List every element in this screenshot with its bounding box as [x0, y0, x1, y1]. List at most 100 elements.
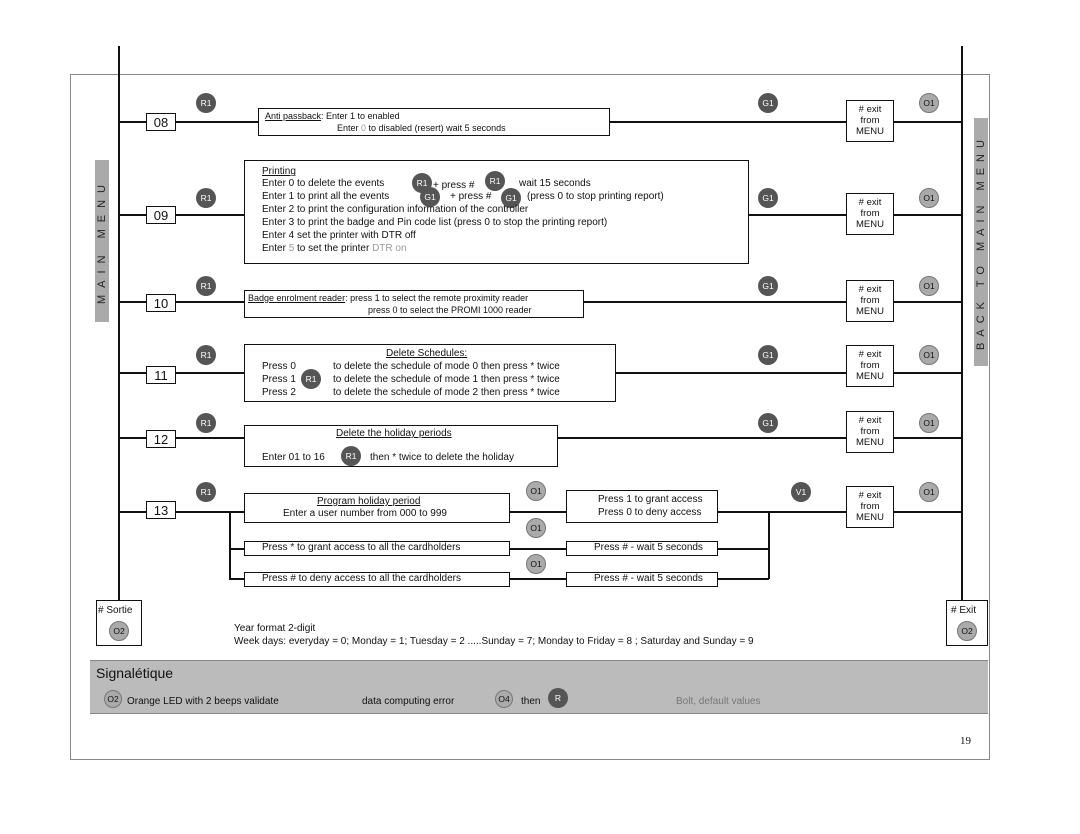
row13-number: 13: [146, 501, 176, 519]
page-number: 19: [960, 735, 971, 747]
row10-box: [244, 290, 584, 318]
row13-wait2-box: [566, 572, 718, 587]
row11-press2: Press 2: [262, 387, 296, 398]
row08-led-r1: R1: [196, 93, 216, 113]
row13-right-branch: [768, 511, 770, 579]
row11-led-o1: O1: [919, 345, 939, 365]
row11-press0: Press 0: [262, 361, 296, 372]
row11-press1: Press 1: [262, 374, 296, 385]
row11-led-r1: R1: [196, 345, 216, 365]
row13-wait1: Press # - wait 5 seconds: [594, 542, 703, 553]
row13-all-deny: Press # to deny access to all the cardho…: [262, 573, 461, 584]
note-year-format: Year format 2-digit: [234, 623, 316, 634]
row09-line4: Enter 3 to print the badge and Pin code …: [262, 217, 608, 228]
row10-number: 10: [146, 294, 176, 312]
row10-led-g1: G1: [758, 276, 778, 296]
row09-line5: Enter 4 set the printer with DTR off: [262, 230, 416, 241]
row09-line6: Enter 5 to set the printer DTR on: [262, 243, 407, 254]
row10-led-o1: O1: [919, 276, 939, 296]
row13-led-v1: V1: [791, 482, 811, 502]
row09-line2-b: + press #: [450, 191, 492, 202]
row10-led-r1: R1: [196, 276, 216, 296]
row12-number: 12: [146, 430, 176, 448]
row09-inline-g1-a: G1: [420, 187, 440, 207]
page-frame: [70, 74, 990, 760]
row13-wait1-box: [566, 541, 718, 556]
row13-all-grant-box: [244, 541, 510, 556]
signaletique-panel: [90, 660, 988, 714]
row09-inline-r1-b: R1: [485, 171, 505, 191]
row09-line1: Enter 0 to delete the events: [262, 178, 385, 189]
row13-led-o1-a: O1: [526, 481, 546, 501]
row13-all-deny-box: [244, 572, 510, 587]
signaletique-title: Signalétique: [96, 665, 174, 681]
row09-line1-c: wait 15 seconds: [519, 178, 591, 189]
legend-o2-icon: O2: [104, 690, 122, 708]
row08-line1: Anti passback: Enter 1 to enabled: [265, 111, 400, 121]
row13-left-branch: [229, 511, 231, 579]
row13-led-o1-c: O1: [526, 554, 546, 574]
row09-led-o1: O1: [919, 188, 939, 208]
row12-led-r1: R1: [196, 413, 216, 433]
row13-program-box: [244, 493, 510, 523]
legend-bolt-text: Bolt, default values: [676, 696, 761, 707]
row13-wait2: Press # - wait 5 seconds: [594, 573, 703, 584]
row09-led-g1: G1: [758, 188, 778, 208]
exit-right-label: # Exit: [951, 605, 977, 616]
row13-grant1: Press 1 to grant access: [598, 494, 703, 505]
main-menu-sidebar: [95, 160, 109, 322]
row13-all-grant: Press * to grant access to all the cardh…: [262, 542, 461, 553]
row11-desc0: to delete the schedule of mode 0 then pr…: [333, 361, 560, 372]
back-to-main-menu-sidebar: [974, 118, 988, 366]
row11-desc2: to delete the schedule of mode 2 then pr…: [333, 387, 560, 398]
right-bus-line: [961, 46, 963, 624]
row12-led-g1: G1: [758, 413, 778, 433]
row08-number: 08: [146, 113, 176, 131]
row12-line2: then * twice to delete the holiday: [370, 452, 514, 463]
row09-number: 09: [146, 206, 176, 224]
legend-error-text: data computing error: [362, 696, 455, 707]
row08-line2: Enter 0 to disabled (resert) wait 5 seco…: [337, 123, 506, 133]
row09-line2: Enter 1 to print all the events: [262, 191, 390, 202]
row10-line1: Badge enrolment reader: press 1 to selec…: [248, 293, 529, 303]
legend-o2-text: Orange LED with 2 beeps validate: [127, 696, 279, 707]
row08-led-g1: G1: [758, 93, 778, 113]
row10-line2: press 0 to select the PROMI 1000 reader: [368, 305, 532, 315]
row11-title: Delete Schedules:: [386, 348, 468, 359]
row09-title: Printing: [262, 166, 296, 177]
legend-then-text: then: [521, 696, 541, 707]
row13-led-o1-b: O1: [526, 518, 546, 538]
legend-r-icon: R: [548, 688, 568, 708]
row13-led-o1: O1: [919, 482, 939, 502]
note-week-days: Week days: everyday = 0; Monday = 1; Tue…: [234, 636, 754, 647]
main-menu-label: MAIN MENU: [96, 178, 108, 304]
row11-inline-r1: R1: [301, 369, 321, 389]
row09-line1-b: + press #: [433, 180, 475, 191]
row13-led-r1: R1: [196, 482, 216, 502]
exit-right-led-o2: O2: [957, 621, 977, 641]
row12-led-o1: O1: [919, 413, 939, 433]
row09-inline-g1-b: G1: [501, 188, 521, 208]
back-to-main-menu-label: BACK TO MAIN MENU: [975, 134, 987, 350]
row13-line1: Enter a user number from 000 to 999: [283, 508, 447, 519]
row13-line: [118, 511, 962, 513]
sortie-led-o2: O2: [109, 621, 129, 641]
left-bus-line: [118, 46, 120, 624]
row12-box: [244, 425, 558, 467]
legend-o4-icon: O4: [495, 690, 513, 708]
row11-led-g1: G1: [758, 345, 778, 365]
row12-title: Delete the holiday periods: [336, 428, 452, 439]
row12-inline-r1: R1: [341, 446, 361, 466]
row11-desc1: to delete the schedule of mode 1 then pr…: [333, 374, 560, 385]
row13-grant2: Press 0 to deny access: [598, 507, 702, 518]
row13-grant-box: [566, 490, 718, 523]
row09-line2-c: (press 0 to stop printing report): [527, 191, 664, 202]
sortie-label: # Sortie: [98, 605, 133, 616]
row09-led-r1: R1: [196, 188, 216, 208]
